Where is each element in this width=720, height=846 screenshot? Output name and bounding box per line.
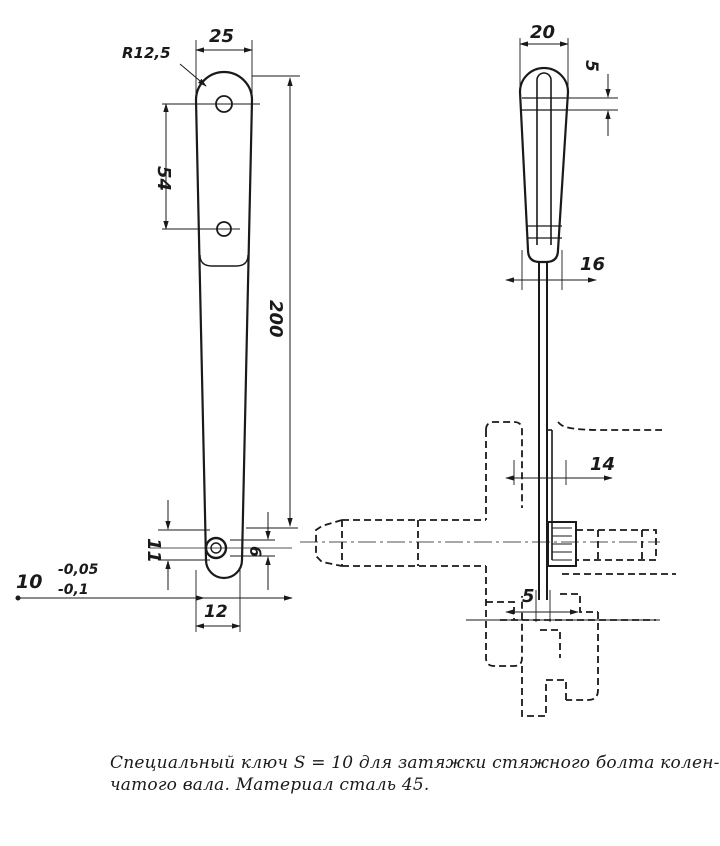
hole-spacing-54-label: 54	[153, 166, 174, 191]
side-view	[300, 38, 676, 717]
caption-line-1: Специальный ключ S = 10 для затяжки стяж…	[110, 753, 720, 773]
head-plate-edge	[199, 254, 249, 267]
length-200-label: 200	[265, 300, 286, 338]
caption-line-2: чатого вала. Материал сталь 45.	[110, 775, 430, 795]
wrench-outline	[194, 70, 254, 580]
dim-16-label: 16	[580, 254, 605, 275]
width-25-label: 25	[209, 26, 234, 47]
front-view	[15, 40, 300, 632]
radius-label: R12,5	[122, 44, 171, 62]
dim-11-label: 11	[143, 538, 164, 563]
bolt-head	[547, 521, 577, 567]
dim-6-label: 6	[246, 546, 265, 557]
figure-caption: Специальный ключ S = 10 для затяжки стяж…	[110, 752, 720, 796]
radius-leader	[179, 63, 207, 87]
width-20-label: 20	[530, 22, 555, 43]
tol-upper-label: -0,05	[58, 562, 99, 578]
technical-drawing: R12,5 25 54 200 11 6 10 -0,05 -0,1 12	[15, 22, 676, 717]
crankshaft-dashed	[315, 421, 676, 717]
side-handle-slot	[536, 72, 552, 245]
tol-lower-label: -0,1	[58, 582, 89, 598]
dim-12-label: 12	[204, 602, 228, 622]
tol-nominal-label: 10	[16, 571, 42, 593]
dim-14-label: 14	[590, 454, 615, 475]
dim-5-top-label: 5	[581, 60, 601, 72]
side-handle-outline	[518, 66, 570, 264]
dim-5-bottom-label: 5	[522, 586, 535, 607]
